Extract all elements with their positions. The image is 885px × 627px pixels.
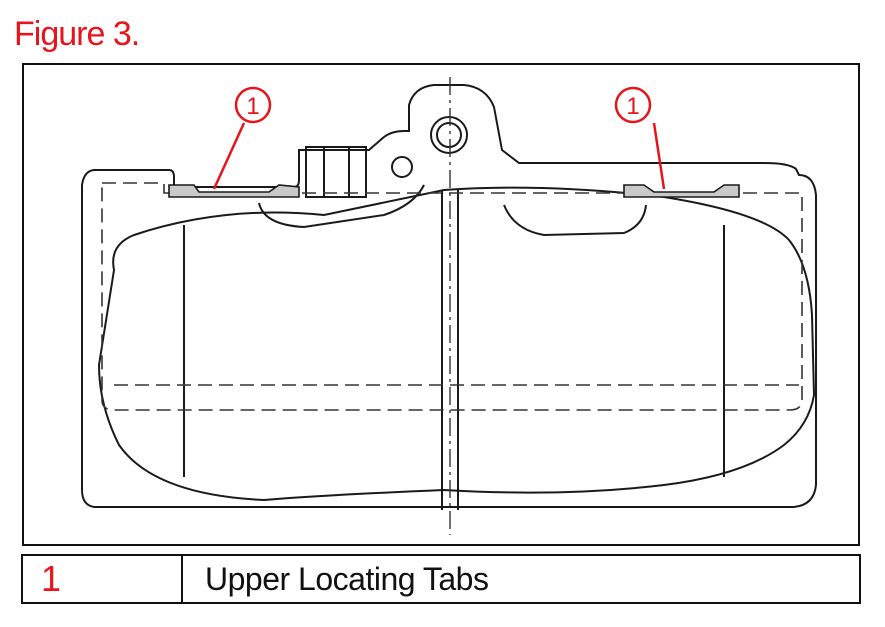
legend-row: 1 Upper Locating Tabs (21, 554, 861, 604)
callout-circle-left (234, 86, 272, 124)
callout-leader-left (212, 122, 246, 190)
callout-circle-right (614, 86, 652, 124)
brake-pad-diagram: 1 1 (22, 63, 860, 546)
upper-locating-tab-left (168, 184, 300, 198)
pin-hole (430, 116, 468, 154)
legend-number: 1 (23, 556, 183, 602)
figure-title: Figure 3. (14, 15, 140, 53)
callout-leader-right (652, 122, 666, 190)
friction-material-outline (97, 186, 816, 502)
brake-pad-drawing: 1 1 (81, 77, 817, 535)
dashed-outline-outer (101, 182, 803, 411)
backing-plate-outline (81, 84, 817, 508)
upper-locating-tab-right (623, 184, 740, 198)
callout-label-right: 1 (626, 93, 639, 120)
callout-label-left: 1 (246, 93, 259, 120)
legend-description: Upper Locating Tabs (205, 561, 489, 597)
wear-sensor (305, 146, 367, 198)
